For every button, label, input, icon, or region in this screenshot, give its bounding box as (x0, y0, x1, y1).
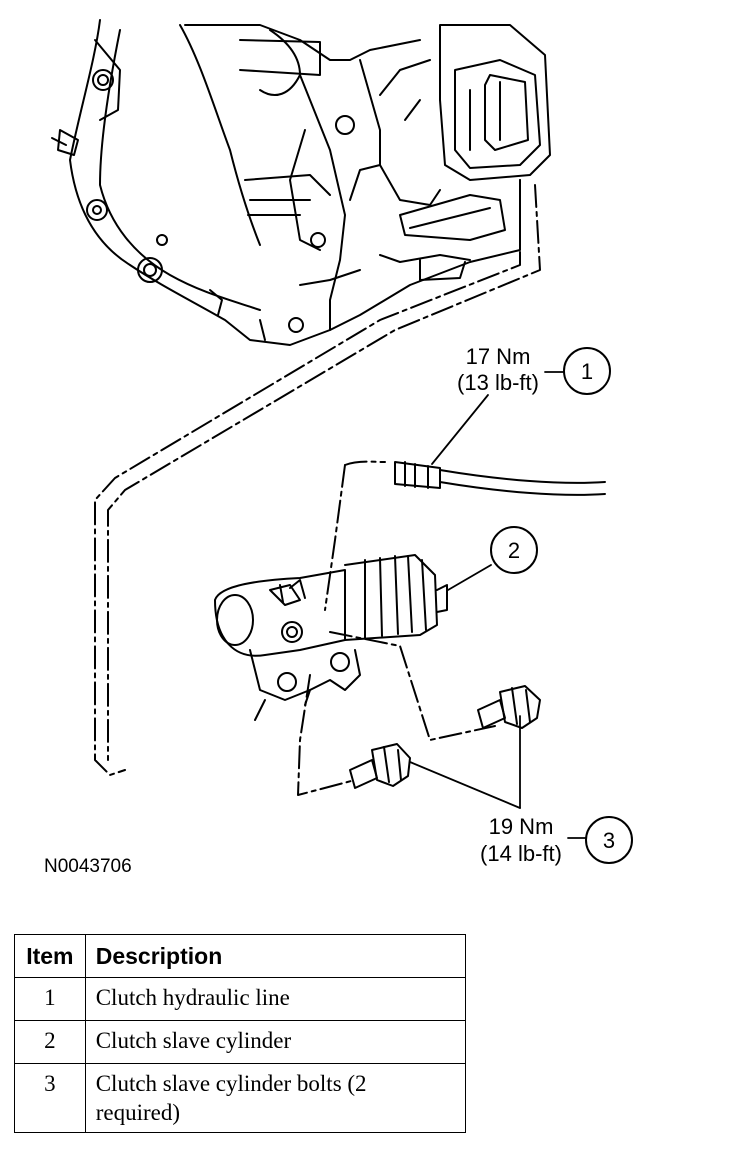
callout-number-3: 3 (603, 828, 615, 853)
figure-id: N0043706 (44, 856, 132, 877)
legend-header-item: Item (14, 934, 86, 978)
torque-label-item-1-lbft: (13 lb-ft) (457, 370, 539, 395)
torque-label-item-3-lbft: (14 lb-ft) (480, 841, 562, 866)
clutch-slave-cylinder-diagram: 1 2 3 17 Nm (13 lb-ft) 19 Nm (14 lb-ft) … (44, 19, 633, 877)
legend-header-row: Item Description (14, 934, 467, 978)
legend-item-description: Clutch slave cylinder (84, 1020, 467, 1064)
callout-circle-3 (585, 816, 633, 864)
legend-row: 2 Clutch slave cylinder (14, 1020, 467, 1064)
legend-table: Item Description 1 Clutch hydraulic line… (14, 934, 467, 1133)
leader-lines (409, 371, 587, 839)
legend-row: 3 Clutch slave cylinder bolts (2 require… (14, 1063, 467, 1133)
legend-item-number: 2 (14, 1020, 86, 1064)
callout-circle-1 (563, 347, 611, 395)
callout-circle-2 (490, 526, 538, 574)
legend-header-description: Description (84, 934, 467, 978)
callout-number-1: 1 (581, 359, 593, 384)
torque-label-item-1-nm: 17 Nm (466, 344, 531, 369)
transmission-housing (51, 19, 551, 346)
legend-item-number: 1 (14, 977, 86, 1021)
torque-label-item-3-nm: 19 Nm (489, 814, 554, 839)
legend-item-description: Clutch slave cylinder bolts (2 required) (84, 1063, 467, 1133)
callout-number-2: 2 (508, 538, 520, 563)
legend-item-description: Clutch hydraulic line (84, 977, 467, 1021)
legend-item-number: 3 (14, 1063, 86, 1133)
clutch-slave-cylinder (214, 554, 448, 721)
legend-row: 1 Clutch hydraulic line (14, 977, 467, 1021)
slave-cylinder-bolts (349, 685, 541, 789)
clutch-hydraulic-line (394, 461, 606, 496)
